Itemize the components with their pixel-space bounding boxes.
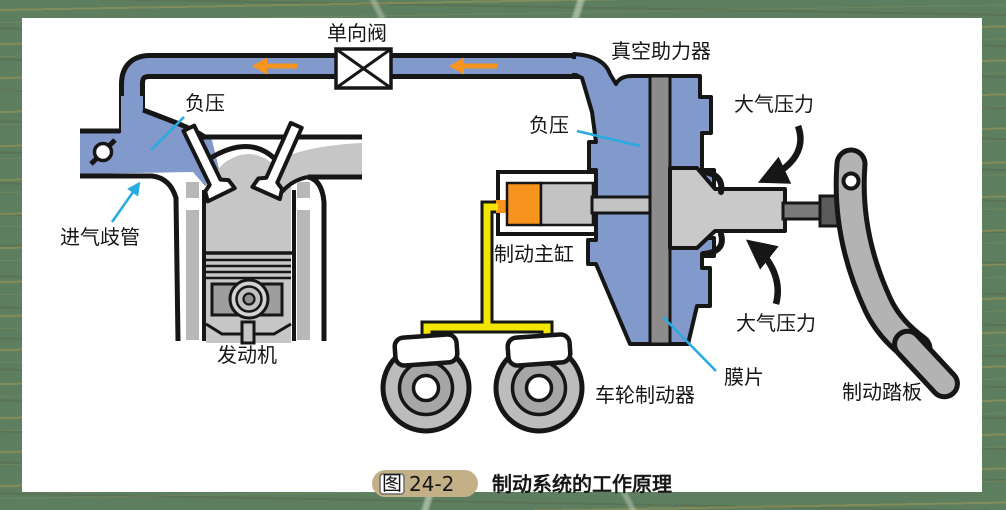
label-engine: 发动机 bbox=[217, 343, 277, 367]
flow-arrow-right-icon bbox=[449, 57, 497, 75]
caliper-left bbox=[392, 332, 460, 368]
intake-valve bbox=[181, 123, 237, 204]
label-master-cylinder: 制动主缸 bbox=[494, 242, 574, 266]
mc-piston bbox=[539, 181, 595, 227]
vacuum-pipe bbox=[119, 53, 580, 140]
flow-arrow-left-icon bbox=[252, 57, 297, 75]
booster-output-cone bbox=[668, 166, 787, 257]
label-check-valve: 单向阀 bbox=[327, 21, 387, 45]
wheel-brake-right bbox=[493, 332, 585, 434]
caption-badge-prefix: 图 bbox=[382, 471, 402, 495]
pedal-pad bbox=[892, 328, 960, 400]
caliper-right bbox=[505, 332, 573, 368]
wheel-brake-left bbox=[380, 332, 472, 434]
label-brake-pedal: 制动踏板 bbox=[842, 380, 922, 404]
label-vacuum-left: 负压 bbox=[185, 91, 225, 115]
brake-fluid bbox=[505, 181, 543, 227]
callout-arrow-intake-manifold bbox=[110, 181, 141, 223]
label-wheel-brake: 车轮制动器 bbox=[595, 383, 695, 407]
caption-title: 制动系统的工作原理 bbox=[492, 472, 672, 496]
brake-pedal bbox=[833, 147, 960, 400]
connecting-rod bbox=[240, 320, 256, 345]
callout-line-vacuum-left bbox=[150, 116, 185, 151]
label-atmospheric-top: 大气压力 bbox=[734, 92, 814, 116]
label-vacuum-booster: 真空助力器 bbox=[611, 39, 711, 63]
exhaust-valve bbox=[250, 120, 304, 202]
pipe-seam-patch bbox=[566, 59, 582, 73]
check-valve bbox=[334, 47, 393, 90]
booster-push-rod bbox=[590, 195, 654, 215]
callout-line-diaphragm bbox=[662, 316, 717, 372]
air-seal-bottom bbox=[700, 231, 725, 257]
label-intake-manifold: 进气歧管 bbox=[60, 225, 140, 249]
intake-manifold bbox=[80, 96, 224, 186]
caption-badge-prefix-box bbox=[379, 473, 405, 495]
pedal-pivot bbox=[841, 171, 861, 191]
engine bbox=[80, 120, 362, 345]
diaphragm bbox=[648, 74, 672, 346]
master-cylinder bbox=[494, 170, 600, 236]
atmospheric-arrow-bottom-icon bbox=[745, 239, 781, 305]
throttle-valve-icon bbox=[89, 138, 117, 166]
label-diaphragm: 膜片 bbox=[724, 365, 764, 389]
piston bbox=[205, 251, 292, 345]
label-atmospheric-bottom: 大气压力 bbox=[736, 311, 816, 335]
caption-badge-number: 24-2 bbox=[409, 472, 454, 496]
callout-line-vacuum-right bbox=[576, 129, 641, 148]
atmospheric-arrow-top-icon bbox=[757, 124, 804, 184]
caption: 图 24-2 制动系统的工作原理 bbox=[372, 470, 672, 497]
air-seal-top bbox=[700, 169, 725, 195]
label-vacuum-right: 负压 bbox=[529, 113, 569, 137]
